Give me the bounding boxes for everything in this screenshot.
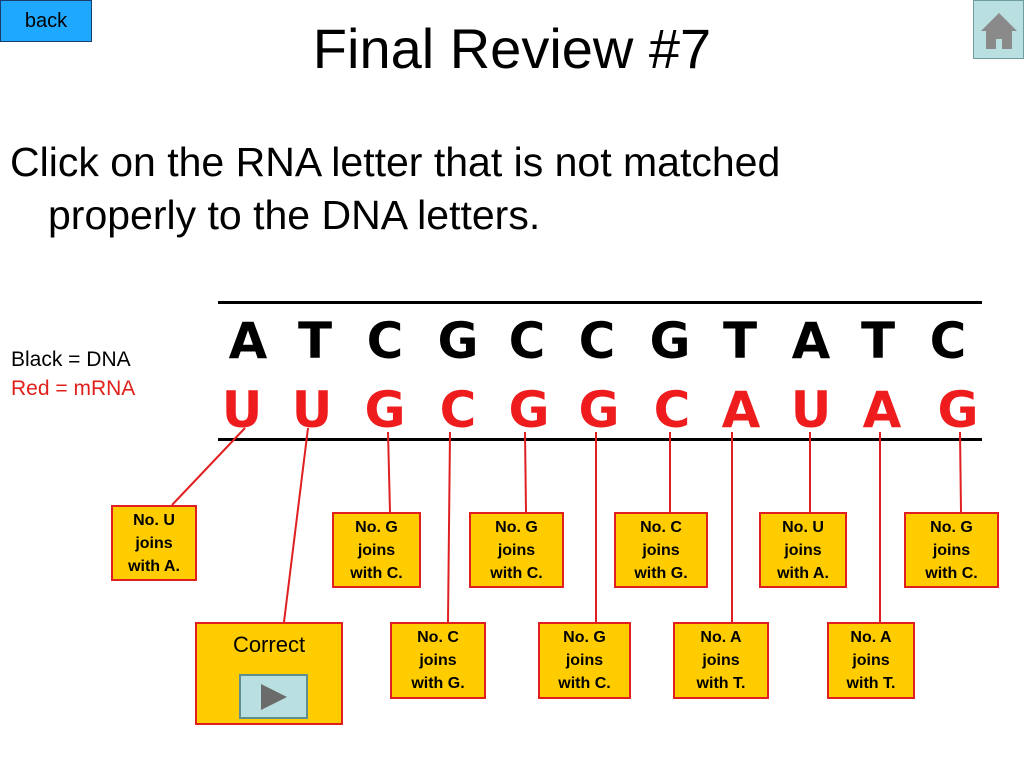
feedback-box-3: No. C joins with G. xyxy=(390,622,486,699)
rna-letter-9[interactable]: U xyxy=(790,381,832,439)
rna-letter-6[interactable]: G xyxy=(578,381,620,439)
rna-letter-4[interactable]: C xyxy=(439,381,477,439)
rna-letter-5[interactable]: G xyxy=(508,381,550,439)
play-icon xyxy=(261,684,287,710)
dna-letter-8: T xyxy=(722,312,758,370)
feedback-line: No. G xyxy=(355,519,398,536)
feedback-line: joins xyxy=(852,652,890,669)
instruction-line-1: Click on the RNA letter that is not matc… xyxy=(10,139,781,185)
feedback-line: No. C xyxy=(417,629,459,646)
feedback-line: joins xyxy=(784,542,822,559)
feedback-line: with C. xyxy=(490,565,543,582)
page-title: Final Review #7 xyxy=(312,17,712,80)
feedback-box-1: No. U joins with A. xyxy=(111,505,197,581)
legend-dna: Black = DNA xyxy=(11,348,131,371)
correct-label: Correct xyxy=(232,632,306,657)
rna-letter-7[interactable]: C xyxy=(653,381,691,439)
dna-letter-10: T xyxy=(860,312,896,370)
feedback-line: with T. xyxy=(846,675,896,692)
rna-letter-2[interactable]: U xyxy=(291,381,333,439)
feedback-line: No. G xyxy=(563,629,606,646)
feedback-line: No. C xyxy=(640,519,682,536)
feedback-line: joins xyxy=(419,652,457,669)
feedback-box-4: No. G joins with C. xyxy=(469,512,564,588)
feedback-line: with G. xyxy=(634,565,688,582)
feedback-line: joins xyxy=(932,542,971,559)
feedback-line: joins xyxy=(497,542,536,559)
home-button[interactable] xyxy=(973,0,1024,59)
feedback-line: No. A xyxy=(850,629,892,646)
dna-letter-2: T xyxy=(297,312,333,370)
feedback-line: with C. xyxy=(558,675,611,692)
dna-letter-7: G xyxy=(649,312,691,370)
feedback-line: joins xyxy=(565,652,604,669)
feedback-box-7: No. A joins with T. xyxy=(673,622,769,699)
dna-letter-11: C xyxy=(929,312,967,370)
feedback-line: No. A xyxy=(700,629,742,646)
feedback-line: with A. xyxy=(777,565,829,582)
instruction-line-2: properly to the DNA letters. xyxy=(48,192,541,238)
feedback-box-5: No. G joins with C. xyxy=(538,622,631,699)
home-icon xyxy=(981,13,1017,49)
feedback-line: with C. xyxy=(350,565,403,582)
rna-letter-3[interactable]: G xyxy=(364,381,406,439)
feedback-line: with A. xyxy=(128,558,180,575)
feedback-line: joins xyxy=(642,542,680,559)
feedback-box-8: No. U joins with A. xyxy=(759,512,847,588)
rna-letter-10[interactable]: A xyxy=(862,381,902,439)
dna-letter-4: G xyxy=(437,312,479,370)
feedback-line: No. U xyxy=(133,512,175,529)
feedback-line: No. U xyxy=(782,519,824,536)
dna-letter-1: A xyxy=(228,312,268,370)
feedback-line: with T. xyxy=(696,675,746,692)
rna-letter-1[interactable]: U xyxy=(221,381,263,439)
instruction-text: Click on the RNA letter that is not matc… xyxy=(10,136,1010,242)
dna-letter-5: C xyxy=(508,312,546,370)
feedback-box-9: No. A joins with T. xyxy=(827,622,915,699)
rna-letter-8[interactable]: A xyxy=(721,381,761,439)
feedback-line: No. G xyxy=(930,519,973,536)
feedback-line: joins xyxy=(702,652,740,669)
rna-letter-11[interactable]: G xyxy=(937,381,979,439)
correct-box: Correct xyxy=(195,622,343,725)
dna-letter-9: A xyxy=(791,312,831,370)
feedback-box-2: No. G joins with C. xyxy=(332,512,421,588)
back-button[interactable]: back xyxy=(0,0,92,42)
feedback-line: with C. xyxy=(925,565,978,582)
bottom-divider xyxy=(218,438,982,441)
legend-rna: Red = mRNA xyxy=(11,377,136,400)
dna-letter-3: C xyxy=(366,312,404,370)
dna-letter-6: C xyxy=(578,312,616,370)
feedback-box-6: No. C joins with G. xyxy=(614,512,708,588)
feedback-line: joins xyxy=(135,535,173,552)
feedback-line: No. G xyxy=(495,519,538,536)
feedback-box-10: No. G joins with C. xyxy=(904,512,999,588)
legend: Black = DNA Red = mRNA xyxy=(11,345,135,403)
feedback-line: with G. xyxy=(411,675,465,692)
next-button[interactable] xyxy=(239,674,308,719)
feedback-line: joins xyxy=(357,542,396,559)
top-divider xyxy=(218,301,982,304)
